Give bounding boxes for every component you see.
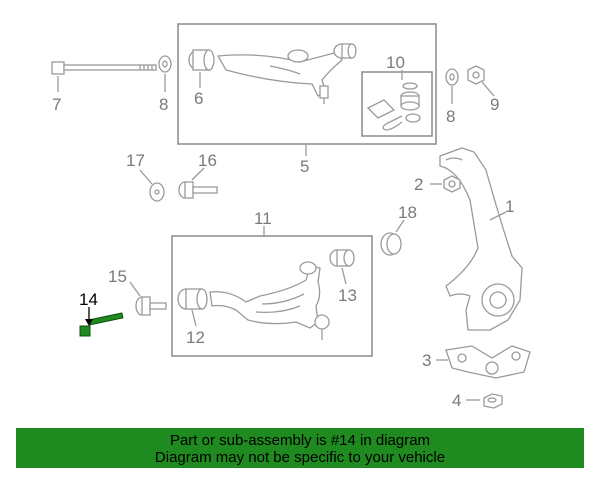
label-part-2: 2: [414, 175, 423, 194]
parts-diagram: 7 8 6 10 8 9 5 17 16 2 1 18 11 15 14 12 …: [51, 23, 531, 410]
lower-control-arm-box: [171, 235, 373, 357]
lower-arm-bushing[interactable]: [177, 288, 208, 310]
label-part-18: 18: [398, 203, 417, 222]
cam-washer-upper[interactable]: [149, 182, 165, 202]
label-part-8-front: 8: [159, 95, 168, 114]
upper-arm-washer-front[interactable]: [158, 55, 172, 73]
bracket-nut[interactable]: [483, 393, 503, 409]
label-part-14: 14: [79, 290, 98, 309]
label-part-11: 11: [254, 209, 272, 228]
lower-arm-rear-bushing[interactable]: [329, 249, 355, 267]
upper-control-arm-box: [177, 23, 437, 145]
banner-line-2: Diagram may not be specific to your vehi…: [154, 449, 446, 466]
knuckle-bracket[interactable]: [445, 345, 531, 379]
cam-bolt-lower[interactable]: [135, 296, 167, 316]
label-part-13: 13: [338, 286, 357, 305]
steering-knuckle[interactable]: [439, 147, 523, 331]
upper-arm-nut[interactable]: [467, 65, 485, 85]
leader-lines: [57, 70, 507, 401]
label-part-8-rear: 8: [446, 107, 455, 126]
upper-arm-rear-bushing[interactable]: [333, 43, 357, 59]
upper-arm-bolt[interactable]: [51, 61, 157, 75]
upper-arm-washer-rear[interactable]: [445, 68, 459, 86]
info-banner: Part or sub-assembly is #14 in diagram D…: [16, 428, 584, 468]
label-part-1: 1: [505, 197, 514, 216]
label-part-3: 3: [422, 351, 431, 370]
upper-arm-bushing[interactable]: [188, 49, 215, 71]
label-part-10: 10: [386, 53, 405, 72]
ball-joint-kit[interactable]: [366, 82, 421, 131]
label-part-9: 9: [490, 95, 499, 114]
lower-arm-bolt-highlighted[interactable]: [79, 307, 124, 337]
lower-control-arm[interactable]: [209, 261, 330, 340]
knuckle-nut[interactable]: [443, 175, 461, 193]
banner-line-1: Part or sub-assembly is #14 in diagram: [169, 432, 431, 449]
ball-joint-kit-box: [361, 71, 433, 137]
upper-control-arm[interactable]: [216, 49, 343, 104]
label-part-12: 12: [186, 328, 205, 347]
label-part-7: 7: [52, 95, 61, 114]
label-part-5: 5: [300, 157, 309, 176]
knuckle-bushing[interactable]: [380, 232, 402, 256]
label-part-15: 15: [108, 267, 127, 286]
label-part-4: 4: [452, 391, 461, 410]
cam-bolt-upper[interactable]: [178, 181, 218, 199]
label-part-17: 17: [126, 151, 145, 170]
label-part-6: 6: [194, 89, 203, 108]
label-part-16: 16: [198, 151, 217, 170]
